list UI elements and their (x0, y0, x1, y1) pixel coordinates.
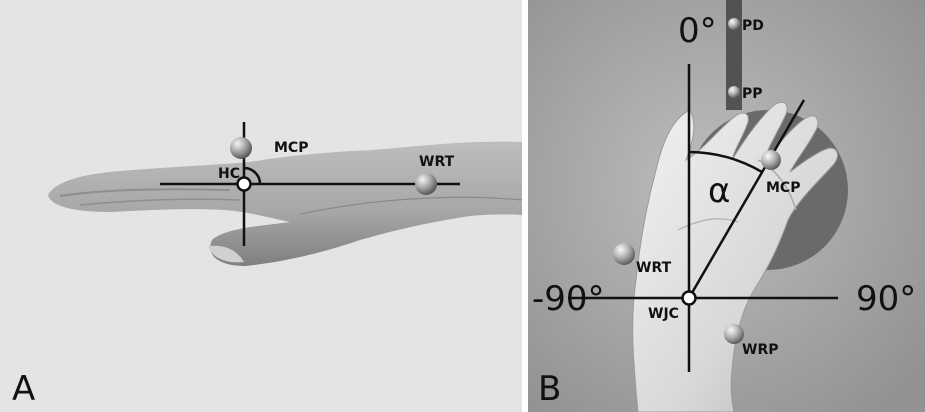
alpha-label: α (708, 171, 730, 211)
mcp-marker (761, 150, 781, 170)
angle-0-label: 0° (678, 11, 717, 51)
angle-90-label: 90° (856, 279, 916, 319)
wrt-label: WRT (636, 260, 672, 276)
pp-label: PP (742, 86, 763, 102)
pd-label: PD (742, 18, 764, 34)
mcp-marker (230, 137, 252, 159)
pd-marker (728, 18, 740, 30)
wrt-marker (415, 173, 437, 195)
panel-a-figure: MCP HC WRT A (0, 0, 522, 412)
pp-marker (728, 86, 740, 98)
angle-minus-90-label: -90° (532, 279, 605, 319)
panel-a-letter: A (12, 369, 35, 409)
panel-a: MCP HC WRT A (0, 0, 522, 412)
wrp-label: WRP (742, 342, 778, 358)
wrt-label: WRT (419, 154, 455, 170)
panel-b: 0° -90° 90° α PD PP MCP WRT WJC WRP B (528, 0, 925, 412)
mcp-label: MCP (766, 180, 800, 196)
mcp-label: MCP (274, 140, 308, 156)
wrt-marker (613, 243, 635, 265)
panel-b-letter: B (538, 369, 561, 409)
wjc-label: WJC (648, 306, 679, 322)
wrp-marker (724, 324, 744, 344)
hc-label: HC (218, 166, 240, 182)
wjc-joint-center (683, 292, 696, 305)
panel-b-figure: 0° -90° 90° α PD PP MCP WRT WJC WRP B (528, 0, 925, 412)
